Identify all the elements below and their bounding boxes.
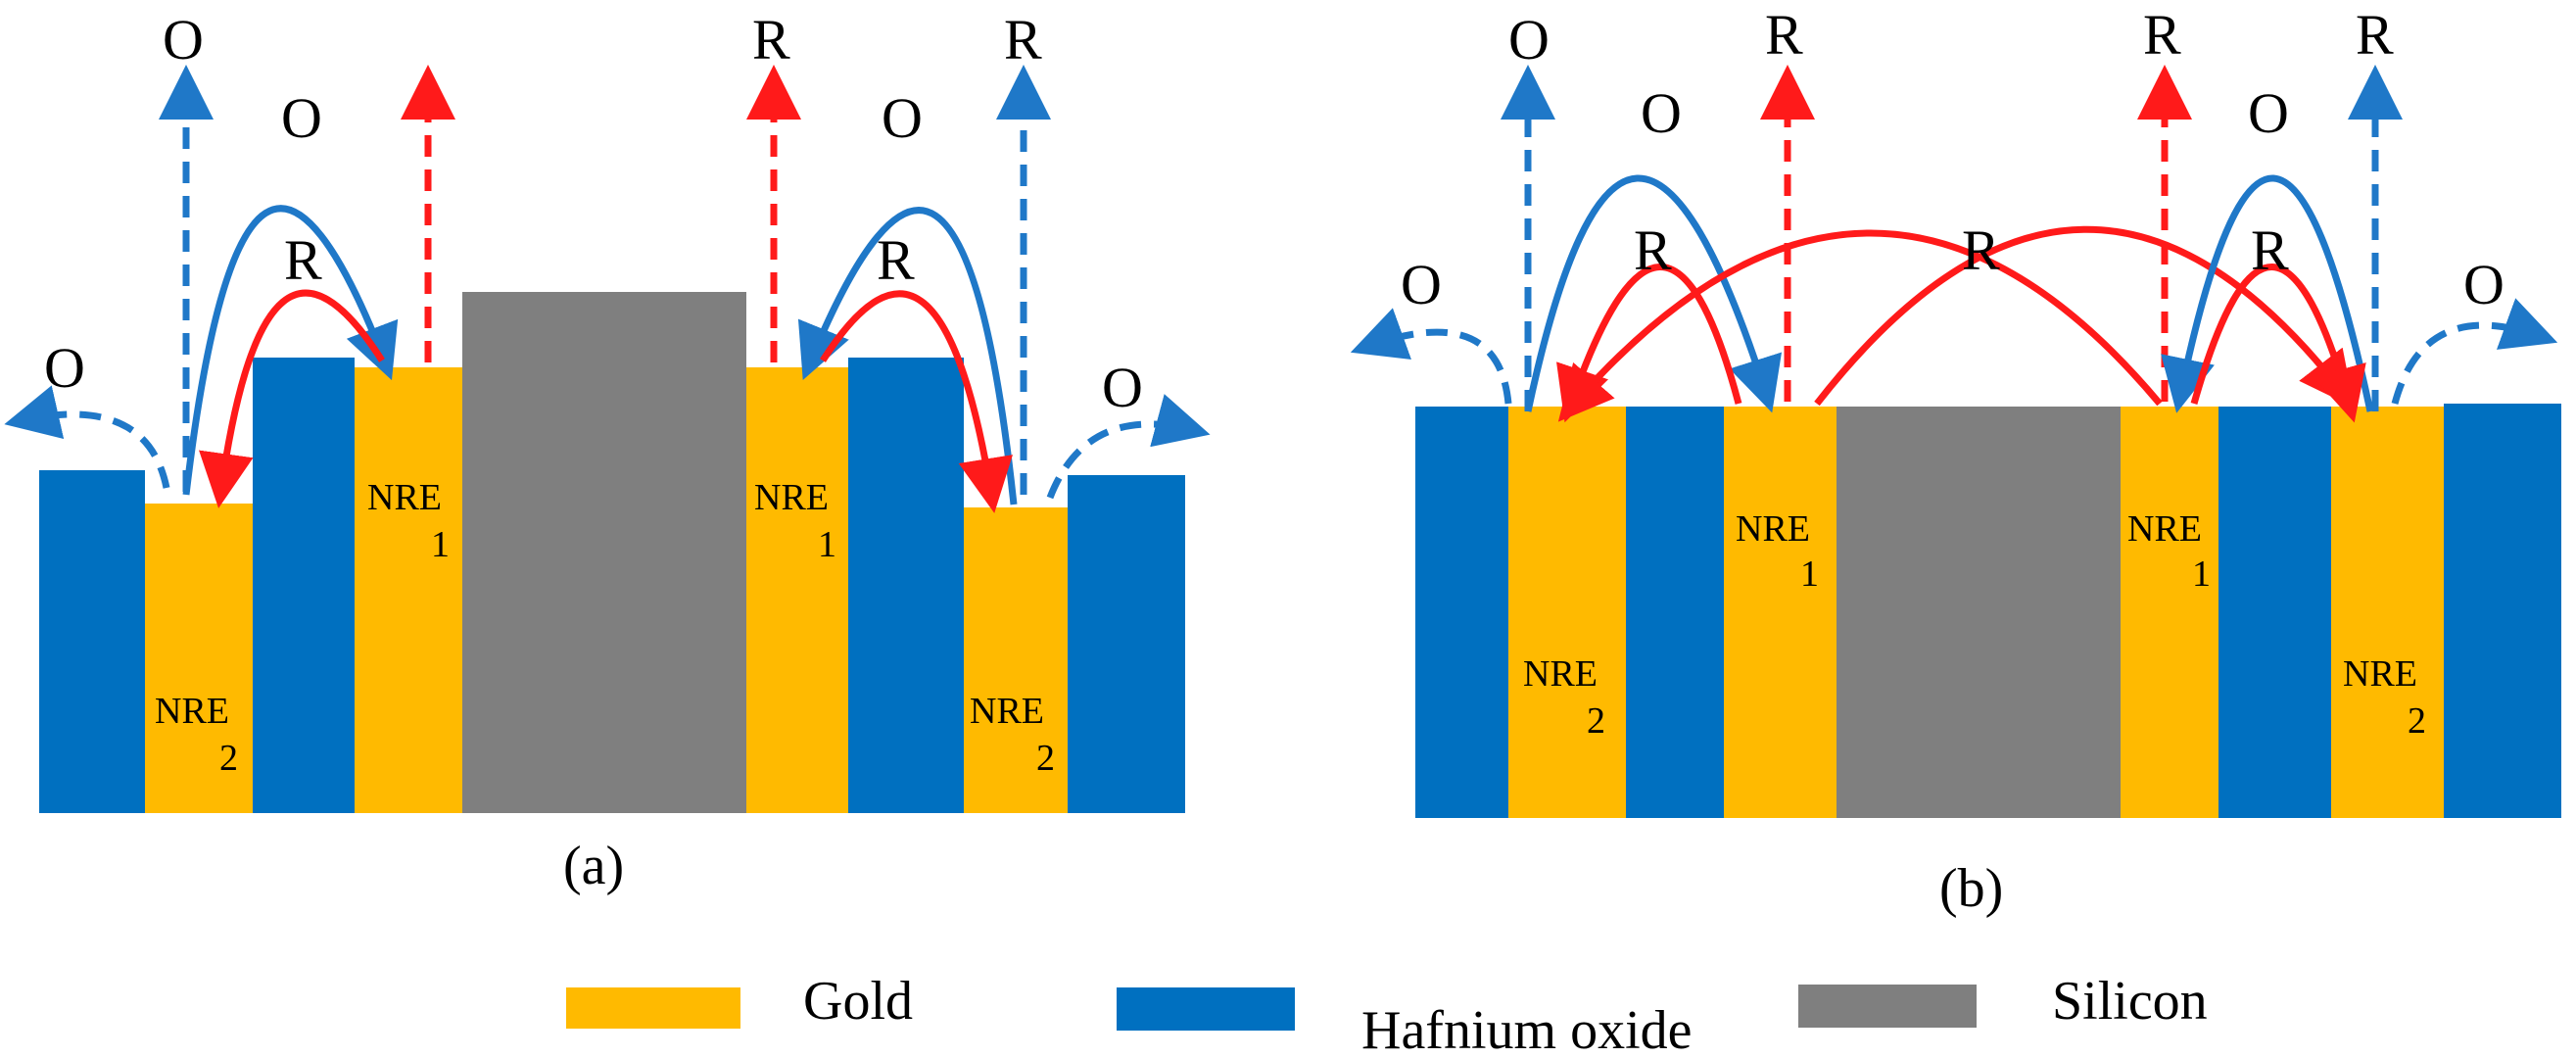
- panel-a-caption: (a): [563, 836, 624, 896]
- panel-a-oxidation-arc-left: [182, 205, 399, 496]
- panel-b-gold-nre2-right: [2331, 407, 2444, 818]
- panel-a-gold-nre2-right: [964, 507, 1068, 813]
- panel-b-reduction-arc-long-right: [1814, 225, 2355, 409]
- panel-b-reduction-arc-right: [2190, 264, 2366, 423]
- panel-a-label-o-arc-left: O: [281, 86, 322, 150]
- panel-b-label-r-arc-left: R: [1634, 218, 1672, 282]
- panel-b-label-o-arc-left: O: [1641, 81, 1682, 145]
- panel-a-nre1-right-label-line1: NRE: [754, 477, 829, 518]
- panel-b-nre1-left-label-line2: 1: [1800, 553, 1819, 595]
- panel-a-oxidation-arc-right: [797, 207, 1018, 505]
- legend-swatch-gold: [566, 987, 740, 1029]
- panel-b-nre2-right-label-line1: NRE: [2343, 653, 2417, 695]
- panel-b-gold-nre1-left: [1724, 407, 1837, 818]
- panel-b-label-r-arc-long: R: [1962, 218, 2000, 282]
- legend: Gold Hafnium oxide Silicon: [566, 971, 2208, 1058]
- panel-b-hfo2-4: [2444, 404, 2561, 818]
- panel-b: NRE 1 NRE 1 NRE 2 NRE 2 O R R R O R R O …: [1350, 3, 2561, 919]
- panel-a-gold-nre2-left: [145, 504, 253, 813]
- panel-a-reduction-arc-left: [199, 289, 385, 508]
- panel-a-nre1-left-label-line1: NRE: [367, 477, 442, 518]
- panel-b-hfo2-1: [1415, 407, 1508, 818]
- legend-label-hafnium-oxide: Hafnium oxide: [1361, 1000, 1692, 1058]
- panel-b-nre1-right-label-line2: 1: [2192, 553, 2211, 595]
- panel-b-hfo2-3: [2218, 407, 2331, 818]
- panel-a-nre2-right-label-line2: 2: [1036, 738, 1055, 779]
- panel-a-label-o-arc-right: O: [882, 86, 923, 150]
- panel-b-oxidation-arc-left: [1524, 174, 1783, 413]
- panel-b-nre2-left-label-line1: NRE: [1523, 653, 1598, 695]
- panel-b-label-r-top-3: R: [2143, 3, 2181, 67]
- panel-a-reduction-arc-right: [820, 290, 1013, 513]
- panel-a-silicon: [462, 292, 746, 813]
- panel-b-nre2-right-label-line2: 2: [2408, 700, 2426, 742]
- panel-b-gold-nre2-left: [1508, 407, 1626, 818]
- legend-swatch-hafnium-oxide: [1117, 987, 1295, 1031]
- panel-b-reduction-arc-left: [1556, 264, 1742, 423]
- panel-b-label-o-side-left: O: [1401, 253, 1442, 316]
- panel-b-label-o-top-1: O: [1508, 8, 1550, 72]
- panel-b-label-r-top-2: R: [1765, 3, 1803, 67]
- panel-a-nre1-right-label-line2: 1: [818, 524, 836, 565]
- panel-b-oxidation-arc-outer-left: [1350, 308, 1512, 405]
- panel-a-label-o-top-left: O: [163, 8, 204, 72]
- panel-b-nre1-right-label-line1: NRE: [2127, 508, 2202, 550]
- panel-a-label-o-side-left: O: [44, 336, 85, 400]
- panel-b-gold-nre1-right: [2121, 407, 2218, 818]
- panel-a-hfo2-inner-right: [848, 358, 964, 813]
- panel-b-nre2-left-label-line2: 2: [1587, 700, 1605, 742]
- panel-a-nre2-left-label-line1: NRE: [155, 691, 229, 732]
- panel-a-gold-nre1-right: [746, 367, 848, 813]
- panel-a-label-o-side-right: O: [1102, 356, 1143, 419]
- panel-b-label-o-side-right: O: [2463, 253, 2504, 316]
- panel-a-hfo2-outer-right: [1068, 475, 1185, 813]
- panel-a-nre2-left-label-line2: 2: [219, 738, 238, 779]
- panel-a-nre1-left-label-line2: 1: [431, 524, 450, 565]
- panel-a-label-r-arc-right: R: [877, 228, 915, 292]
- panel-a-hfo2-inner-left: [253, 358, 355, 813]
- panel-a-gold-nre1-left: [355, 367, 462, 813]
- panel-b-oxidation-arc-right: [2161, 174, 2374, 413]
- panel-b-label-r-arc-right: R: [2251, 218, 2289, 282]
- legend-swatch-silicon: [1798, 985, 1977, 1028]
- panel-b-oxidation-arc-outer-right: [2391, 298, 2558, 405]
- panel-a-label-r-arc-left: R: [284, 228, 322, 292]
- panel-a-oxidation-arc-outer-right: [1046, 394, 1211, 500]
- panel-a: NRE 1 NRE 1 NRE 2 NRE 2 O O R O R R O R …: [4, 8, 1211, 896]
- panel-b-silicon: [1837, 407, 2121, 818]
- legend-label-gold: Gold: [803, 971, 913, 1032]
- panel-b-hfo2-2: [1626, 407, 1724, 818]
- panel-a-oxidation-arc-outer-left: [4, 385, 170, 489]
- panel-a-nre2-right-label-line1: NRE: [970, 691, 1044, 732]
- panel-b-label-r-top-4: R: [2356, 3, 2394, 67]
- panel-b-caption: (b): [1939, 858, 2003, 919]
- panel-a-hfo2-outer-left: [39, 470, 145, 813]
- panel-b-nre1-left-label-line1: NRE: [1736, 508, 1810, 550]
- panel-a-label-r-top-far-right: R: [1004, 8, 1042, 72]
- legend-label-silicon: Silicon: [2052, 971, 2208, 1032]
- panel-a-label-r-top-right: R: [752, 8, 790, 72]
- panel-b-reduction-arc-long-left: [1557, 229, 2163, 422]
- panel-b-label-o-arc-right: O: [2248, 81, 2289, 145]
